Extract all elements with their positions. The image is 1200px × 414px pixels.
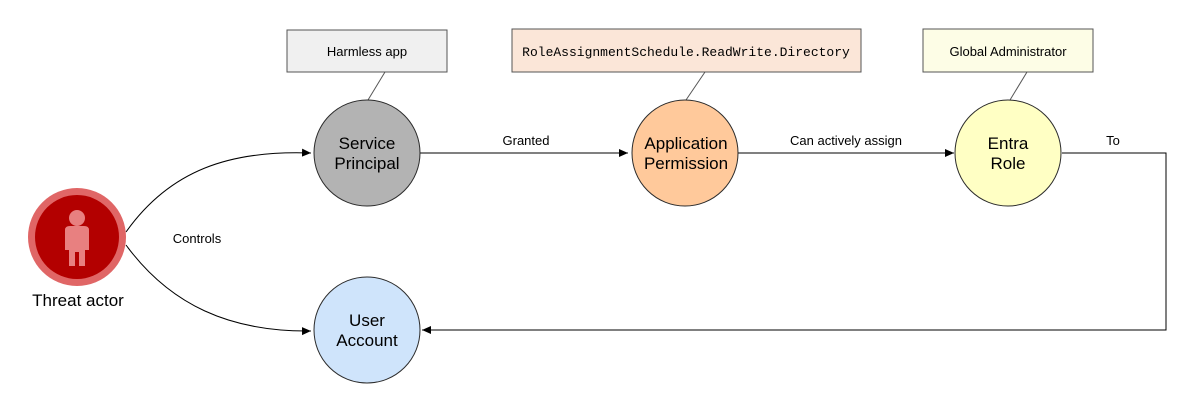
callout-global-admin-text: Global Administrator	[949, 44, 1067, 59]
node-user-account-line2: Account	[336, 331, 398, 350]
node-entra-role-line2: Role	[991, 154, 1026, 173]
edge-controls-service-principal	[125, 148, 312, 233]
node-entra-role-circle	[954, 99, 1062, 207]
node-user-account-circle	[313, 276, 421, 384]
person-icon	[65, 210, 89, 266]
callout-harmless-app-text: Harmless app	[327, 44, 407, 59]
callout-global-admin: Global Administrator	[922, 28, 1094, 101]
callout-permission-scope: RoleAssignmentSchedule.ReadWrite.Directo…	[511, 28, 862, 101]
node-application-permission-circle	[631, 99, 739, 207]
callout-global-admin-box	[922, 28, 1094, 73]
person-icon-head	[69, 210, 85, 226]
threat-actor: Threat actor	[28, 188, 126, 310]
node-application-permission-line1: Application	[644, 134, 727, 153]
edge-granted-label: Granted	[503, 133, 550, 148]
edge-to	[422, 152, 1167, 334]
node-service-principal-line1: Service	[339, 134, 396, 153]
edge-controls-label: Controls	[173, 231, 222, 246]
node-entra-role-line1: Entra	[988, 134, 1029, 153]
node-service-principal-line2: Principal	[334, 154, 399, 173]
node-service-principal-circle	[313, 99, 421, 207]
person-icon-body	[65, 226, 89, 266]
threat-actor-label: Threat actor	[32, 291, 124, 310]
node-entra-role: Entra Role	[954, 99, 1062, 207]
node-user-account-line1: User	[349, 311, 385, 330]
callout-permission-scope-pointer	[685, 71, 706, 101]
edge-controls-user-account	[125, 244, 312, 336]
callout-harmless-app-pointer	[367, 71, 386, 101]
node-application-permission: Application Permission	[631, 99, 739, 207]
edge-to-label: To	[1106, 133, 1120, 148]
callout-harmless-app: Harmless app	[286, 29, 448, 101]
callout-harmless-app-box	[286, 29, 448, 73]
node-application-permission-line2: Permission	[644, 154, 728, 173]
node-user-account: User Account	[313, 276, 421, 384]
callout-permission-scope-text: RoleAssignmentSchedule.ReadWrite.Directo…	[522, 45, 850, 60]
callout-global-admin-pointer	[1009, 71, 1028, 101]
node-service-principal: Service Principal	[313, 99, 421, 207]
edge-can-actively-assign-label: Can actively assign	[790, 133, 902, 148]
callout-permission-scope-box	[511, 28, 862, 73]
